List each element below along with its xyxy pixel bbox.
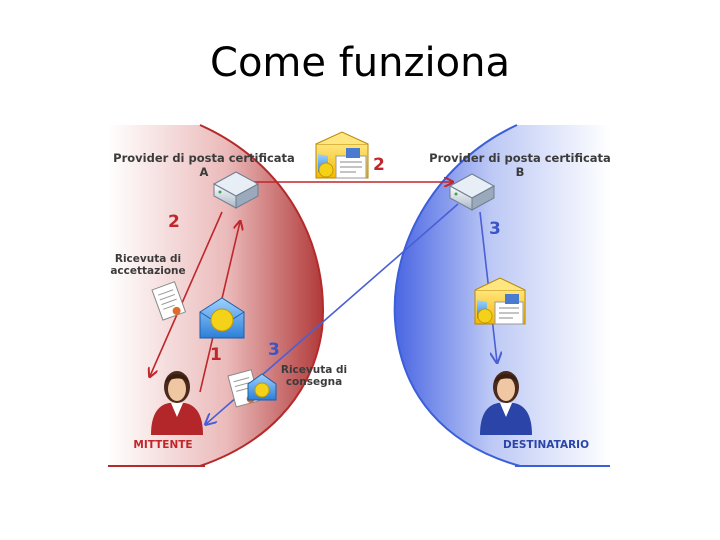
receipt-acceptance-label-2: accettazione xyxy=(110,265,185,277)
provider-a-label: Provider di posta certificata xyxy=(113,151,295,165)
step-number-acceptance: 2 xyxy=(168,212,180,232)
step-number-delivery-receipt: 3 xyxy=(268,340,280,360)
person-icon xyxy=(480,371,532,435)
envelope-icon xyxy=(315,131,369,179)
envelope-icon xyxy=(247,373,277,401)
receipt-delivery-label: Ricevuta di xyxy=(281,364,347,376)
step-number-delivery: 3 xyxy=(489,219,501,239)
receipt-delivery-label-2: consegna xyxy=(286,376,342,388)
envelope-icon xyxy=(474,277,526,325)
step-number-transfer: 2 xyxy=(373,155,385,175)
recipient-label: DESTINATARIO xyxy=(503,439,589,451)
envelope-icon xyxy=(199,297,245,339)
arrow-acceptance xyxy=(150,211,223,376)
receipt-icon xyxy=(151,281,187,321)
sender-label: MITTENTE xyxy=(133,439,192,451)
person-icon xyxy=(151,371,203,435)
server-icon xyxy=(448,173,496,211)
provider-b-label: Provider di posta certificata xyxy=(429,151,611,165)
slide-title: Come funziona xyxy=(210,40,510,86)
provider-a-letter: A xyxy=(200,165,209,179)
provider-b-letter: B xyxy=(516,165,525,179)
receipt-acceptance-label: Ricevuta di xyxy=(115,253,181,265)
step-number-send: 1 xyxy=(210,345,222,365)
server-icon xyxy=(212,171,260,209)
